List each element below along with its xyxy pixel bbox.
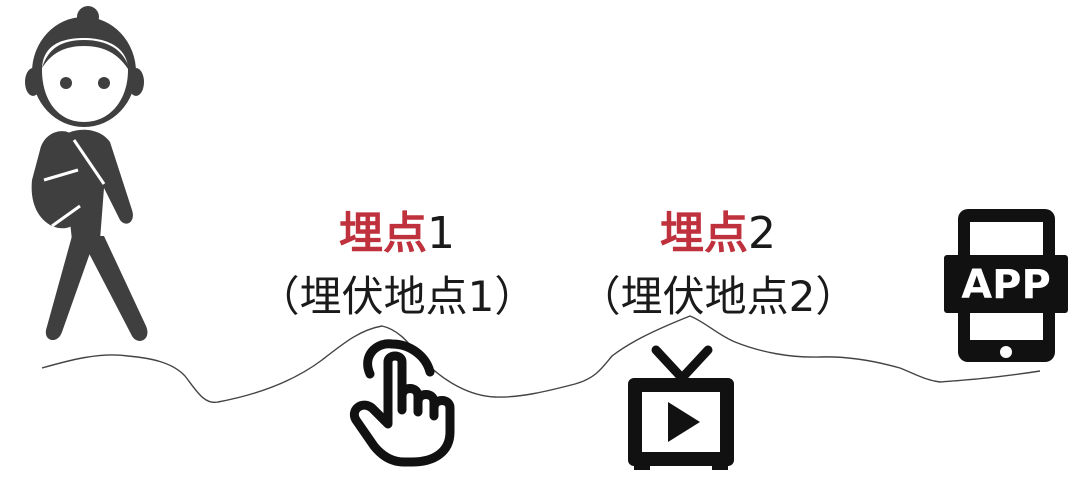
tracking-point-2-title: 埋点2 xyxy=(568,212,868,262)
tracking-point-1-accent-text: 埋点 xyxy=(339,208,427,259)
tv-play-icon xyxy=(628,345,734,470)
tracking-point-1-number: 1 xyxy=(427,208,455,259)
walking-person-with-backpack-icon xyxy=(25,6,148,341)
tracking-point-2-label: 埋点2 （埋伏地点2） xyxy=(568,212,868,318)
app-label: APP xyxy=(961,262,1051,308)
tracking-point-2-subtitle: （埋伏地点2） xyxy=(578,272,858,321)
tracking-point-2-number: 2 xyxy=(748,208,776,259)
terrain-line xyxy=(41,315,1041,404)
tracking-point-2-accent-text: 埋点 xyxy=(660,208,748,259)
tracking-point-1-label: 埋点1 （埋伏地点1） xyxy=(252,212,542,318)
smartphone-app-icon: APP xyxy=(944,209,1068,362)
tap-hand-icon xyxy=(350,339,455,467)
tracking-point-1-title: 埋点1 xyxy=(252,212,542,262)
tracking-point-1-subtitle: （埋伏地点1） xyxy=(257,272,537,321)
